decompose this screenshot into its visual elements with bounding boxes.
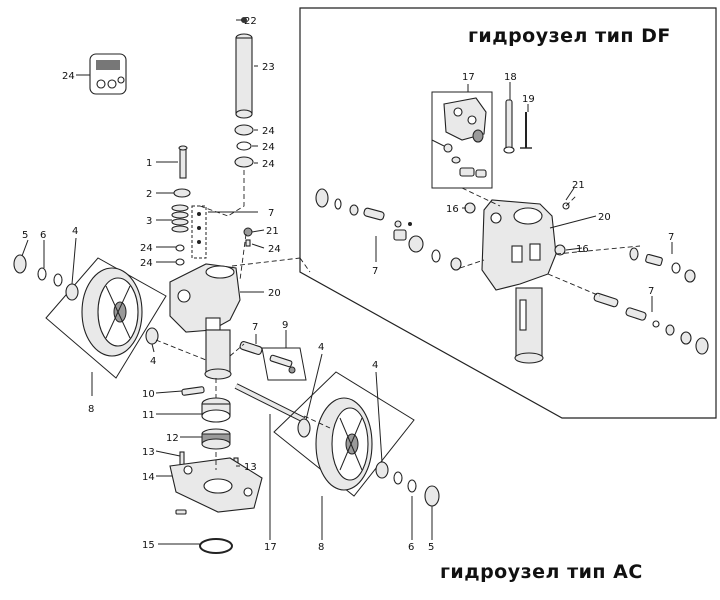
callout-df-19: 19 [522,94,535,105]
callout-13-b: 13 [244,462,257,473]
callout-8-b: 8 [318,542,324,553]
callout-df-20: 20 [598,212,611,223]
part-3-spring [171,204,189,266]
part-11-bushing [201,397,231,423]
callout-10: 10 [142,389,155,400]
callout-21: 21 [266,226,279,237]
callout-13-a: 13 [142,447,155,458]
callout-df-16-b: 16 [576,244,589,255]
part-20-pump-body [169,263,241,380]
part-10-pin [181,386,205,396]
callout-4-a: 4 [72,226,78,237]
callout-4-b: 4 [150,356,156,367]
callout-3: 3 [146,216,152,227]
callout-7-a: 7 [268,208,274,219]
callout-24-b: 24 [262,142,275,153]
callout-5-a: 5 [22,230,28,241]
part-2-washer [173,188,191,198]
callout-df-17: 17 [462,72,475,83]
callout-5-b: 5 [428,542,434,553]
callout-15: 15 [142,540,155,551]
df-part-18-pin [503,99,515,154]
callout-23: 23 [262,62,275,73]
callout-22: 22 [244,16,257,27]
callout-17: 17 [264,542,277,553]
right-wheel-assembly [273,371,440,507]
callout-24-a: 24 [262,126,275,137]
callout-6-a: 6 [40,230,46,241]
callout-df-7-a: 7 [372,266,378,277]
df-part-17-assembly [431,91,493,189]
df-pump-body [481,199,570,364]
part-7-valve-horizontal [239,341,263,355]
part-15-retaining-ring [199,538,233,554]
callout-6-b: 6 [408,542,414,553]
part-1-plunger [178,145,188,179]
callout-df-21: 21 [572,180,585,191]
callout-4-d: 4 [372,360,378,371]
callout-2: 2 [146,189,152,200]
left-wheel-assembly [13,254,167,379]
callout-df-7-c: 7 [648,286,654,297]
callout-11: 11 [142,410,155,421]
part-24-label-plate [89,53,127,95]
callout-9: 9 [282,320,288,331]
callout-24-c: 24 [262,159,275,170]
df-valve-chain-right-upper [629,247,696,283]
callout-24-f: 24 [268,244,281,255]
part-12-bearing [201,428,231,450]
part-14-fork-base [169,457,263,515]
callout-24-e: 24 [140,258,153,269]
df-valve-chain-left [315,188,462,271]
part-22-cap [241,17,247,23]
part-24-seals-stack [234,124,254,168]
part-9-release-valve [261,347,307,381]
callout-4-c: 4 [318,342,324,353]
df-part-19-rod [520,112,532,149]
caption-ac: гидроузел тип AC [440,561,643,583]
callout-24-d: 24 [140,243,153,254]
callout-df-16-a: 16 [446,204,459,215]
callout-14: 14 [142,472,155,483]
callout-12: 12 [166,433,179,444]
part-23-piston-rod [235,33,253,119]
df-valve-chain-right-lower [593,292,709,355]
callout-labels: 22 23 24 24 24 24 1 2 3 24 24 7 21 24 20… [22,16,674,553]
callout-20: 20 [268,288,281,299]
callout-df-18: 18 [504,72,517,83]
callout-df-7-b: 7 [668,232,674,243]
caption-df: гидроузел тип DF [468,25,671,47]
callout-7-b: 7 [252,322,258,333]
callout-8-a: 8 [88,404,94,415]
callout-1: 1 [146,158,152,169]
callout-24-plate: 24 [62,71,75,82]
part-7-valve-vertical [191,205,207,259]
